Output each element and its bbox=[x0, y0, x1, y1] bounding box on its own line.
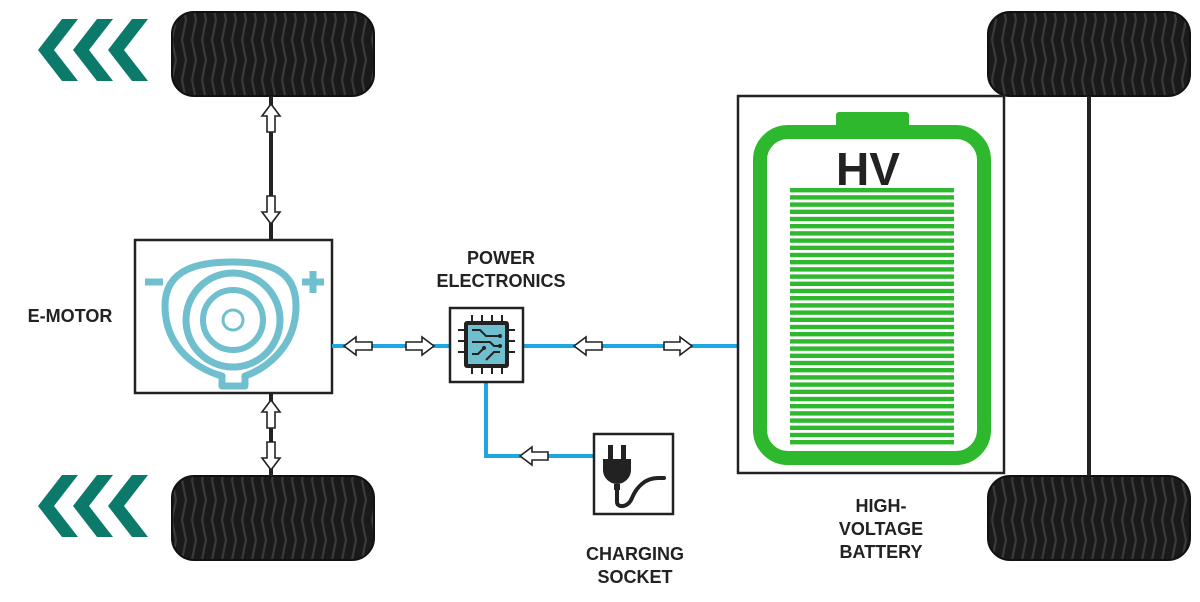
battery-cell-stripe bbox=[790, 339, 954, 344]
power-lines bbox=[332, 344, 738, 458]
battery-cell-stripe bbox=[790, 288, 954, 294]
direction-arrows-rear bbox=[38, 475, 148, 537]
tire-rear-right bbox=[987, 475, 1191, 561]
battery-cell-stripe bbox=[790, 224, 954, 229]
battery-cell-stripe bbox=[790, 245, 954, 250]
battery-cell-stripe bbox=[790, 267, 954, 272]
power-electronics-label-line2: ELECTRONICS bbox=[436, 271, 566, 291]
tire-front-right bbox=[987, 11, 1191, 97]
circuit-chip-icon bbox=[458, 315, 515, 374]
battery-cell-stripe bbox=[790, 346, 954, 351]
battery-cell-stripe bbox=[790, 195, 954, 200]
battery-cell-stripe bbox=[790, 432, 954, 438]
battery-label-line1: HIGH- bbox=[855, 496, 907, 516]
electric-motor-icon bbox=[145, 258, 324, 390]
battery-label: HIGH- VOLTAGE BATTERY bbox=[806, 495, 956, 564]
battery-cell-stripe bbox=[790, 425, 954, 430]
battery-cell-stripe bbox=[790, 216, 954, 222]
battery-cell-stripe bbox=[790, 303, 954, 308]
battery-icon bbox=[753, 112, 991, 465]
battery-label-line2: VOLTAGE bbox=[838, 519, 924, 539]
e-motor-label: E-MOTOR bbox=[27, 306, 113, 326]
battery-cell-stripe bbox=[790, 375, 954, 380]
charging-socket-label-line1: CHARGING bbox=[586, 544, 684, 564]
battery-cell-stripe bbox=[790, 389, 954, 394]
battery-cell-stripe bbox=[790, 368, 954, 373]
charging-socket-label: CHARGING SOCKET bbox=[560, 543, 710, 589]
battery-cell-stripe bbox=[790, 404, 954, 409]
plug-icon bbox=[603, 445, 666, 509]
battery-cell-stripe bbox=[790, 332, 954, 337]
battery-cell-stripe bbox=[790, 411, 954, 416]
battery-cells bbox=[790, 188, 954, 445]
battery-cell-stripe bbox=[790, 418, 954, 423]
battery-cell-stripe bbox=[790, 238, 954, 243]
battery-cell-stripe bbox=[790, 440, 954, 445]
axle-arrow-up bbox=[260, 102, 282, 472]
battery-cell-stripe bbox=[790, 360, 954, 366]
battery-label-line3: BATTERY bbox=[839, 542, 923, 562]
battery-cell-stripe bbox=[790, 252, 954, 258]
battery-cell-stripe bbox=[790, 274, 954, 279]
tire-rear-left bbox=[171, 475, 375, 561]
charging-socket-label-line2: SOCKET bbox=[597, 567, 673, 587]
battery-cell-stripe bbox=[790, 396, 954, 402]
tire-front-left bbox=[171, 11, 375, 97]
battery-cell-stripe bbox=[790, 310, 954, 315]
battery-cell-stripe bbox=[790, 382, 954, 387]
battery-cell-stripe bbox=[790, 209, 954, 214]
battery-cell-stripe bbox=[790, 317, 954, 322]
power-flow-arrows bbox=[342, 335, 694, 467]
battery-cell-stripe bbox=[790, 188, 954, 193]
battery-cell-stripe bbox=[790, 202, 954, 207]
battery-hv-badge: HV bbox=[836, 143, 900, 195]
battery-cell-stripe bbox=[790, 281, 954, 286]
battery-cell-stripe bbox=[790, 231, 954, 236]
battery-cell-stripe bbox=[790, 296, 954, 301]
battery-cell-stripe bbox=[790, 353, 954, 358]
direction-arrows-front bbox=[38, 19, 148, 81]
battery-cell-stripe bbox=[790, 260, 954, 265]
power-electronics-label: POWER ELECTRONICS bbox=[416, 247, 586, 293]
power-electronics-label-line1: POWER bbox=[466, 248, 535, 268]
battery-cell-stripe bbox=[790, 324, 954, 330]
